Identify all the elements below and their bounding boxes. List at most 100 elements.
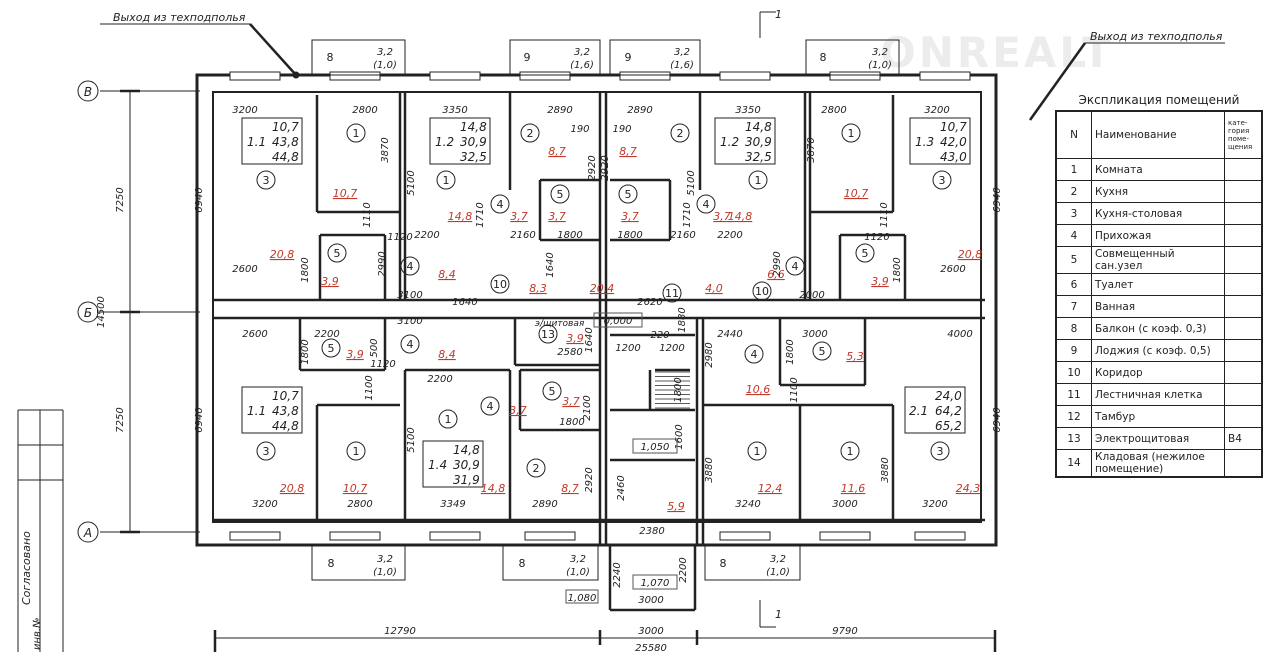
room-marker: 4 [400, 256, 420, 276]
dimension-label: 1110 [362, 202, 373, 227]
dimension-label: 2620 [637, 297, 662, 308]
room-area: 20,8 [270, 248, 295, 261]
dimension-label: 1710 [682, 202, 693, 227]
dim-9790: 9790 [832, 626, 857, 637]
header-name: Наименование [1091, 110, 1225, 159]
dimension-label: 1800 [785, 339, 796, 364]
svg-text:43,8: 43,8 [272, 404, 299, 418]
dimension-label: 1800 [892, 257, 903, 282]
room-marker: 4 [480, 396, 500, 416]
dimension-label: 1640 [584, 327, 595, 352]
room-marker: 3 [256, 441, 276, 461]
room-marker: 1 [841, 123, 861, 143]
svg-text:1: 1 [847, 445, 854, 458]
room-marker: 5 [855, 243, 875, 263]
dimension-label: 3100 [397, 316, 422, 327]
electrical-room-label: э/щитовая [535, 319, 585, 329]
explication-cell-n: 10 [1055, 361, 1092, 384]
dimension-label: 1100 [789, 377, 800, 402]
room-marker: 4 [696, 194, 716, 214]
svg-text:(1,6): (1,6) [670, 60, 694, 71]
room-marker: 5 [812, 341, 832, 361]
svg-text:3,2: 3,2 [574, 47, 590, 58]
svg-text:10: 10 [755, 285, 769, 298]
svg-text:1: 1 [353, 127, 360, 140]
svg-text:5: 5 [549, 385, 556, 398]
dimension-label: 1880 [677, 307, 688, 332]
dimension-label: 1120 [387, 232, 412, 243]
explication-cell-cat [1224, 449, 1263, 478]
room-area: 14,8 [481, 482, 506, 495]
explication-cell-name: Прихожая [1091, 224, 1225, 247]
dimension-label: 2600 [232, 264, 257, 275]
svg-text:1: 1 [755, 174, 762, 187]
room-area: 3,7 [509, 404, 527, 417]
dimension-label: 2800 [347, 499, 372, 510]
room-marker: 13 [538, 324, 558, 344]
svg-text:5: 5 [862, 247, 869, 260]
svg-text:5: 5 [557, 188, 564, 201]
svg-text:3: 3 [263, 174, 270, 187]
dimension-label: 1710 [475, 202, 486, 227]
svg-text:5: 5 [328, 342, 335, 355]
header-category: кате-гория поме-щения [1224, 110, 1263, 159]
room-marker: 1 [346, 123, 366, 143]
axis-b: Б [84, 306, 92, 320]
svg-text:4: 4 [487, 400, 494, 413]
dimension-label: 2920 [584, 467, 595, 492]
room-marker: 1 [748, 170, 768, 190]
svg-text:9: 9 [524, 51, 531, 64]
room-area: 20,8 [958, 248, 983, 261]
room-marker: 1 [438, 409, 458, 429]
explication-cell-name: Туалет [1091, 273, 1225, 296]
svg-text:10,7: 10,7 [940, 120, 967, 134]
svg-text:3,2: 3,2 [377, 554, 393, 565]
dimension-label: 3350 [735, 105, 760, 116]
room-marker: 2 [670, 123, 690, 143]
room-area: 5,3 [846, 350, 864, 363]
room-marker: 4 [785, 256, 805, 276]
explication-cell-name: Коридор [1091, 361, 1225, 384]
room-area: 3,9 [871, 275, 889, 288]
explication-cell-n: 3 [1055, 202, 1092, 225]
room-marker: 1 [436, 170, 456, 190]
room-marker: 5 [542, 381, 562, 401]
room-marker: 5 [321, 338, 341, 358]
svg-text:3,2: 3,2 [570, 554, 586, 565]
explication-cell-name: Кухня-столовая [1091, 202, 1225, 225]
room-marker: 1 [840, 441, 860, 461]
svg-text:24,0: 24,0 [935, 389, 962, 403]
dimension-label: 3349 [440, 499, 465, 510]
explication-cell-name: Лестничная клетка [1091, 383, 1225, 406]
dimension-label: 3870 [380, 137, 391, 162]
svg-text:3,2: 3,2 [377, 47, 393, 58]
exit-label-left: Выход из техподполья [113, 11, 246, 24]
dimension-label: 1800 [300, 257, 311, 282]
dimension-label: 2200 [678, 557, 689, 582]
axis-v: В [84, 85, 92, 99]
svg-text:32,5: 32,5 [460, 150, 487, 164]
dimension-label: 2580 [557, 347, 582, 358]
room-area: 3,7 [510, 210, 528, 223]
svg-text:3: 3 [263, 445, 270, 458]
dimension-label: 500 [369, 338, 380, 357]
dimension-label: 1800 [559, 417, 584, 428]
room-area: 12,4 [758, 482, 783, 495]
room-marker: 10 [490, 274, 510, 294]
svg-text:2: 2 [527, 127, 534, 140]
room-area: 4,0 [705, 282, 723, 295]
room-area: 10,7 [844, 187, 869, 200]
explication-cell-n: 6 [1055, 273, 1092, 296]
dimension-label: 1100 [364, 375, 375, 400]
svg-text:65,2: 65,2 [935, 419, 962, 433]
room-marker: 4 [490, 194, 510, 214]
room-area: 11,6 [841, 482, 866, 495]
